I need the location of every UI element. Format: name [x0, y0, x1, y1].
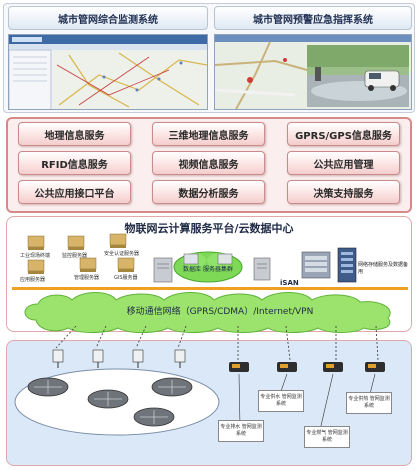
device-label-monitor: 监控服务器 — [62, 253, 88, 259]
service-rfid: RFID信息服务 — [18, 151, 131, 175]
service-video: 视频信息服务 — [152, 151, 265, 175]
service-data-analysis: 数据分析服务 — [152, 180, 265, 204]
sensor-terminal-icon — [174, 349, 186, 368]
system-title-emergency-text: 城市管网预警应急指挥系统 — [253, 14, 373, 26]
sensor-terminal-icon — [52, 349, 64, 368]
manhole-cover-icon — [27, 377, 69, 397]
system-title-emergency: 城市管网预警应急指挥系统 — [214, 6, 412, 30]
data-logger-icon — [277, 362, 297, 372]
map-screenshot-graphic — [9, 35, 207, 109]
manhole-cover-icon — [133, 407, 175, 427]
system-title-monitoring: 城市管网综合监测系统 — [8, 6, 208, 30]
isan-label: iSAN — [280, 279, 299, 287]
sensor-terminal-icon — [132, 349, 144, 368]
storage-rack-icon — [337, 247, 357, 283]
device-label-terminal: 工业现场终端 — [20, 253, 51, 259]
data-logger-icon — [323, 362, 343, 372]
system-box-heating: 专业供热 管网监测系统 — [346, 392, 392, 414]
service-gprs-gps-label: GPRS/GPS信息服务 — [295, 130, 392, 142]
street-flood-photo — [307, 45, 409, 107]
platform-title: 物联网云计算服务平台/云数据中心 — [6, 220, 412, 236]
server-icon — [117, 257, 135, 272]
tower-server-icon — [153, 257, 173, 283]
service-public-api: 公共应用接口平台 — [18, 180, 131, 204]
service-3d-gis-label: 三维地理信息服务 — [168, 130, 249, 142]
service-gis: 地理信息服务 — [18, 122, 131, 146]
storage-label: 网络存储服务及数据备用 — [358, 262, 409, 275]
emergency-screenshot — [214, 34, 412, 110]
manhole-cover-icon — [151, 377, 193, 397]
logger-links — [238, 374, 376, 431]
service-decision-support: 决策支持服务 — [287, 180, 400, 204]
server-icon — [27, 259, 45, 274]
service-video-label: 视频信息服务 — [178, 159, 239, 171]
database-cluster-label: 数据库 服务器集群 — [183, 266, 233, 273]
service-public-app-mgmt: 公共应用管理 — [287, 151, 400, 175]
network-title: 移动通信网络（GPRS/CDMA）/Internet/VPN — [126, 307, 314, 317]
device-label-mgmt: 管理服务器 — [74, 275, 100, 281]
platform-title-text: 物联网云计算服务平台/云数据中心 — [124, 222, 294, 235]
system-box-drainage: 专业排水 管网监测系统 — [218, 420, 264, 442]
device-label-gis: GIS服务器 — [114, 275, 138, 281]
data-logger-icon — [365, 362, 385, 372]
tower-server-icon-right — [253, 257, 271, 281]
service-rfid-label: RFID信息服务 — [41, 159, 108, 171]
data-bus-line — [12, 287, 408, 290]
service-gprs-gps: GPRS/GPS信息服务 — [287, 122, 400, 146]
wireless-links — [55, 326, 379, 361]
isan-storage-icon — [301, 251, 331, 279]
server-icon — [27, 235, 45, 250]
service-public-api-label: 公共应用接口平台 — [34, 188, 115, 200]
server-icon — [109, 233, 127, 248]
database-cluster-icon — [173, 251, 243, 283]
server-group — [27, 233, 135, 274]
service-3d-gis: 三维地理信息服务 — [152, 122, 265, 146]
device-label-app: 应用服务器 — [20, 277, 46, 283]
network-cloud — [24, 292, 391, 333]
system-box-gas: 专业燃气 管网监测系统 — [304, 426, 350, 448]
system-box-water: 专业供水 管网监测系统 — [258, 390, 304, 412]
data-logger-icon — [229, 362, 249, 372]
service-public-app-mgmt-label: 公共应用管理 — [313, 159, 374, 171]
system-title-monitoring-text: 城市管网综合监测系统 — [58, 14, 158, 26]
service-gis-label: 地理信息服务 — [44, 130, 105, 142]
map-screenshot — [8, 34, 208, 110]
device-label-auth: 安全认证服务器 — [104, 251, 140, 257]
sensor-terminal-icon — [92, 349, 104, 368]
server-icon — [79, 257, 97, 272]
service-data-analysis-label: 数据分析服务 — [178, 188, 239, 200]
service-decision-support-label: 决策支持服务 — [313, 188, 374, 200]
manhole-cover-icon — [87, 389, 129, 409]
server-icon — [67, 235, 85, 250]
